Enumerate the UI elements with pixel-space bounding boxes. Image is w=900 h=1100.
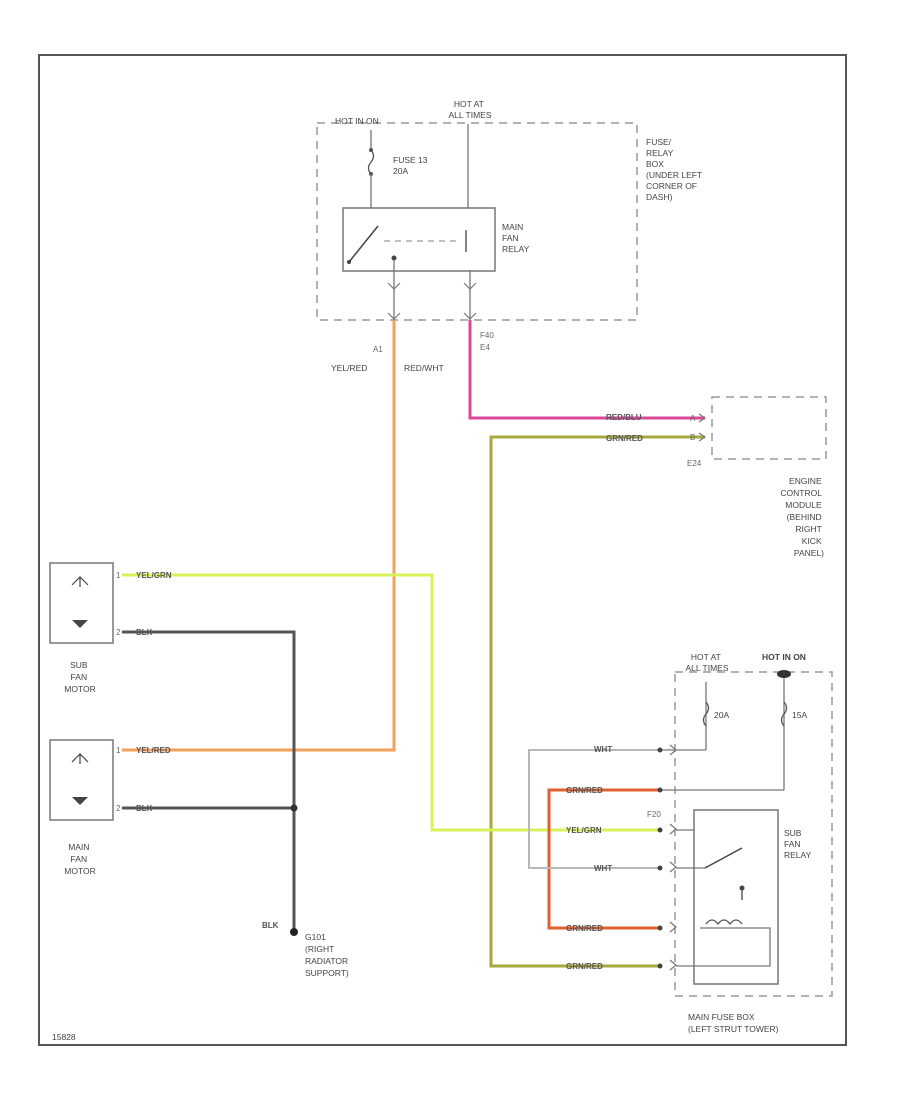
- wire-label-grn-red-1: GRN/RED: [566, 786, 603, 795]
- wire-wht: [528, 749, 660, 869]
- sub-fan-relay-coil: [705, 919, 743, 926]
- wire-label-red-blu: RED/BLU: [606, 413, 642, 422]
- hot-at-all-times-label-top: HOT AT ALL TIMES: [449, 99, 492, 120]
- pin-f20: F20: [647, 810, 661, 819]
- wire-label-red-wht: RED/WHT: [404, 363, 444, 373]
- ground-label: G101 (RIGHT RADIATOR SUPPORT): [305, 932, 351, 978]
- ecm-pin-b: B: [690, 433, 695, 442]
- main-fan-relay-switch: [348, 225, 379, 263]
- wire-label-grn-red-2: GRN/RED: [566, 924, 603, 933]
- footer-code: 15828: [52, 1032, 76, 1042]
- sub-fan-motor-pin-bottom: 2: [116, 628, 121, 637]
- wire-label-grn-red-ecm: GRN/RED: [606, 434, 643, 443]
- fuse-13-symbol: [367, 149, 375, 175]
- sub-fan-motor-symbol-top: [71, 576, 89, 587]
- pin-a1: A1: [373, 345, 383, 354]
- fuse-15a-label: 15A: [792, 710, 807, 720]
- sub-fan-relay-switch: [704, 847, 743, 869]
- terminal-1: [657, 747, 663, 753]
- ecm-pin-a: A: [690, 414, 696, 423]
- sub-fan-motor-pin-top: 1: [116, 571, 121, 580]
- ecm-label: ENGINE CONTROL MODULE (BEHIND RIGHT KICK…: [780, 476, 824, 558]
- wire-grn-red-ecm: [489, 435, 705, 968]
- terminal-4: [657, 865, 663, 871]
- wire-red-blu: [468, 320, 705, 420]
- wire-grn-red-loop: [547, 788, 660, 930]
- wire-label-yel-grn-sub: YEL/GRN: [136, 571, 172, 580]
- diagram-frame: [38, 54, 847, 1046]
- main-fan-motor-box: [49, 739, 114, 821]
- hot-in-on-label-bottom: HOT IN ON: [762, 652, 806, 662]
- main-fan-relay-label: MAIN FAN RELAY: [502, 222, 530, 254]
- wire-label-yel-red-main: YEL/RED: [136, 746, 171, 755]
- main-fan-motor-symbol-bottom: [72, 797, 88, 805]
- fuse-20a-symbol: [702, 701, 710, 727]
- wire-label-wht-1: WHT: [594, 745, 612, 754]
- main-fan-relay-pin: [391, 255, 397, 261]
- wire-label-yel-grn-relay: YEL/GRN: [566, 826, 602, 835]
- terminal-6: [657, 963, 663, 969]
- terminal-3: [657, 827, 663, 833]
- connector-symbol-left-2: [387, 312, 401, 320]
- fuse-relay-box-label: FUSE/ RELAY BOX (UNDER LEFT CORNER OF DA…: [646, 137, 704, 202]
- main-fan-motor-label: MAIN FAN MOTOR: [64, 842, 95, 876]
- sub-fan-motor-label: SUB FAN MOTOR: [64, 660, 95, 694]
- sub-fan-motor-box: [49, 562, 114, 644]
- wire-blk-sub: [122, 630, 296, 932]
- fuse-relay-box-outline: [316, 122, 638, 321]
- hot-at-all-times-label-bottom: HOT AT ALL TIMES: [686, 652, 729, 673]
- wire-label-grn-red-3: GRN/RED: [566, 962, 603, 971]
- ground-point: [290, 928, 298, 936]
- connector-symbol-left: [387, 282, 401, 290]
- sub-fan-relay-box: [693, 809, 779, 985]
- hot-in-on-indicator: [777, 670, 791, 678]
- connector-symbol-right: [463, 282, 477, 290]
- wire-yel-red: [122, 320, 396, 752]
- ecm-connector-a: [698, 413, 707, 423]
- wire-label-wht-2: WHT: [594, 864, 612, 873]
- sub-fan-relay-coil-wire: [676, 927, 771, 967]
- main-fan-motor-symbol-top: [71, 753, 89, 764]
- main-fan-relay-box: [342, 207, 496, 272]
- splice-blk: [290, 804, 298, 812]
- fuse-15a-symbol: [780, 701, 788, 727]
- ecm-connector-b: [698, 432, 707, 442]
- pin-e4: E4: [480, 343, 490, 352]
- wire-label-blk-ground: BLK: [262, 921, 279, 930]
- wire-label-yel-red-top: YEL/RED: [331, 363, 367, 373]
- sub-fan-relay-label: SUB FAN RELAY: [784, 828, 812, 860]
- hot-in-on-label-top: HOT IN ON: [335, 116, 379, 126]
- main-fuse-box-outline: [674, 671, 833, 997]
- main-fan-motor-pin-top: 1: [116, 746, 121, 755]
- wire-label-blk-sub: BLK: [136, 628, 153, 637]
- wire-label-blk-main: BLK: [136, 804, 153, 813]
- main-fan-motor-pin-bottom: 2: [116, 804, 121, 813]
- fuse-box-connector-symbols: [669, 744, 677, 971]
- fuse-20a-label: 20A: [714, 710, 729, 720]
- main-fan-relay-contact: [347, 260, 351, 264]
- connector-symbol-right-2: [463, 312, 477, 320]
- ecm-connector-label: E24: [687, 459, 702, 468]
- fuse-13-label: FUSE 13 20A: [393, 155, 430, 176]
- main-fuse-box-label: MAIN FUSE BOX (LEFT STRUT TOWER): [688, 1012, 779, 1034]
- wire-yel-grn: [122, 573, 660, 832]
- pin-f40: F40: [480, 331, 494, 340]
- ecm-box-outline: [711, 396, 827, 460]
- terminal-2: [657, 787, 663, 793]
- terminal-5: [657, 925, 663, 931]
- sub-fan-motor-symbol-bottom: [72, 620, 88, 628]
